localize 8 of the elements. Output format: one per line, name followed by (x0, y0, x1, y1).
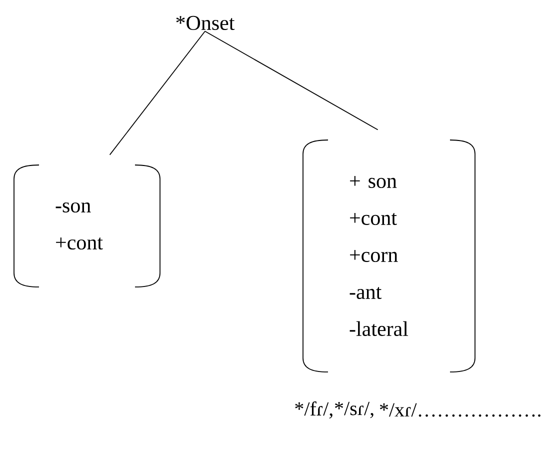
tree-branch (109, 30, 206, 156)
feature-matrix: + son +cont +corn -ant -lateral (302, 140, 476, 372)
example-text: */xɾ/………………. (380, 403, 540, 417)
example-text: */fɾ/, (295, 401, 332, 419)
node-label: *Onset (176, 16, 235, 30)
example-text: */sɾ/, (335, 402, 374, 418)
tree-branch (204, 30, 378, 130)
feature-matrix: -son +cont (14, 164, 160, 288)
